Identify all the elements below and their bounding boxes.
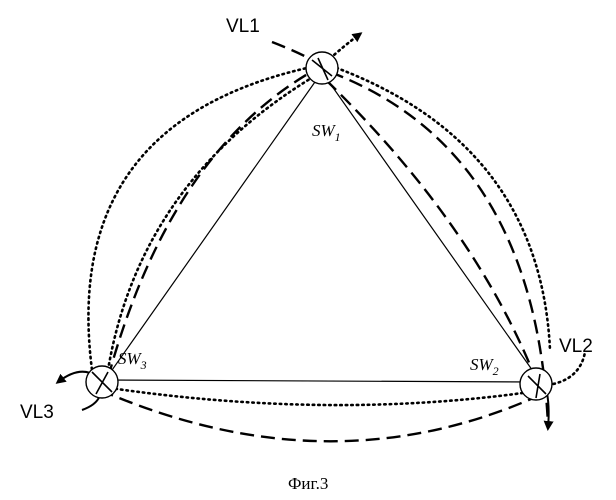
link-sw3-sw2 <box>105 380 535 382</box>
vl3-label: VL3 <box>20 402 54 423</box>
switch-label-sw2: SW2 <box>470 355 499 378</box>
dotted-path-sw1-sw3-outer <box>88 66 316 370</box>
figure-caption: Фиг.3 <box>288 474 328 493</box>
dashed-path-sw1-sw2-outer <box>330 72 548 425</box>
switch-label-sw1: SW1 <box>312 121 341 144</box>
switch-label-sw3: SW3 <box>118 349 147 372</box>
vl2-label: VL2 <box>559 336 593 357</box>
dotted-path-sw1-sw3-inner <box>108 74 318 370</box>
link-sw1-sw3 <box>105 72 322 380</box>
vl1-label: VL1 <box>226 16 260 37</box>
dashed-path-sw1-sw2-inner <box>326 80 540 390</box>
dotted-path-sw3-sw2 <box>110 388 530 405</box>
